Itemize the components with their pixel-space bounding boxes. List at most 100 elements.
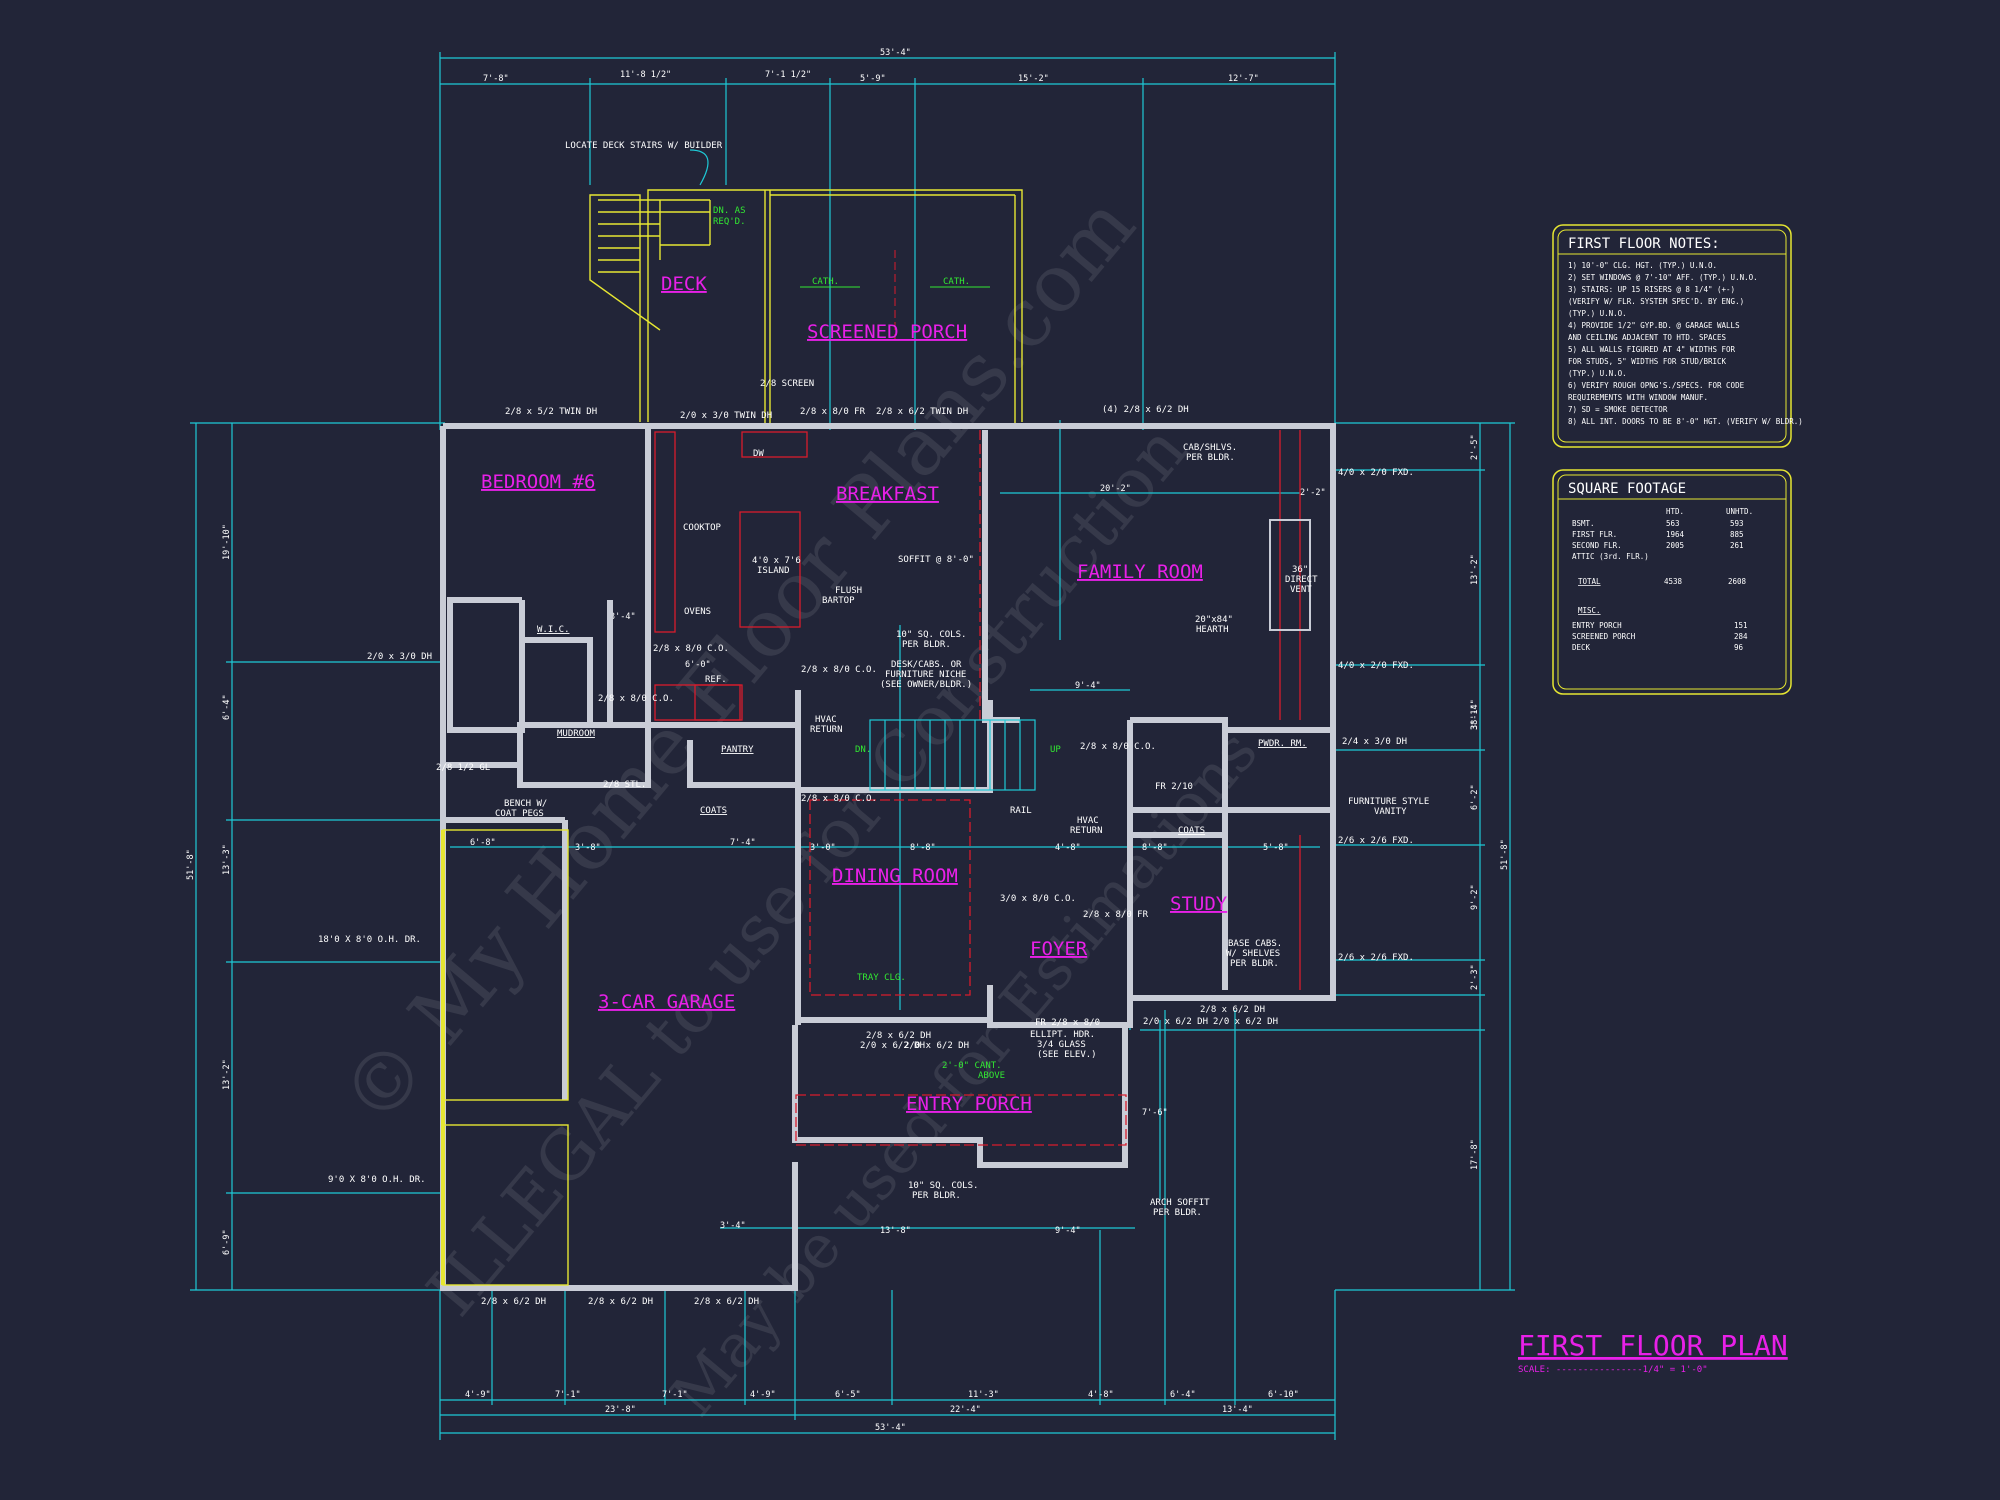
dim-text: 7'-1 1/2": [765, 70, 811, 80]
dims-bottom: 4'-9" 7'-1" 7'-1" 4'-9" 6'-5" 11'-3" 4'-…: [465, 1390, 1299, 1433]
deck-porch: DECK SCREENED PORCH CATH. CATH. DN. AS R…: [565, 141, 1023, 425]
window-labels: 2/8 x 5/2 TWIN DH 2/0 x 3/0 TWIN DH 2/8 …: [367, 405, 1414, 1307]
dim-text: 13'-2": [1470, 554, 1480, 585]
dim-text: 7'-1": [662, 1390, 688, 1400]
door-label: 2/8 x 8/0 C.O.: [653, 644, 729, 654]
dim-text: 6'-10": [1268, 1390, 1299, 1400]
dim-text: 19'-10": [222, 524, 232, 560]
dim-text: 6'-4": [222, 694, 232, 720]
room-garage: 3-CAR GARAGE: [598, 991, 735, 1013]
dim-text: 53'-4": [875, 1423, 906, 1433]
label: DN. AS: [713, 206, 746, 216]
window-label: 2/8 x 5/2 TWIN DH: [505, 407, 597, 417]
label: COAT PEGS: [495, 809, 544, 819]
door-label: 2/8 x 8/0 FR: [1083, 910, 1149, 920]
window-label: 2/8 x 6/2 TWIN DH: [876, 407, 968, 417]
note-item: 1) 10'-0" CLG. HGT. (TYP.) U.N.O.: [1568, 261, 1717, 270]
room-entry-porch: ENTRY PORCH: [906, 1093, 1032, 1115]
sqft-misc-value: 151: [1734, 621, 1748, 630]
window-label: 2/8 x 8/0 FR: [800, 407, 866, 417]
label: 36": [1292, 565, 1308, 575]
window-label: 2/0 x 6/2 DH: [904, 1041, 969, 1051]
label: FURNITURE NICHE: [885, 670, 966, 680]
garage-doors: [441, 829, 569, 1286]
dim-text: 4'-8": [1055, 843, 1081, 853]
dim-text: 8'-8": [1142, 843, 1168, 853]
window-label: 2/0 x 6/2 DH: [1143, 1017, 1208, 1027]
dim-text: 51'-8": [186, 849, 196, 880]
label: 3/4 GLASS: [1037, 1040, 1086, 1050]
room-labels: BEDROOM #6 BREAKFAST FAMILY ROOM MUDROOM…: [481, 471, 1307, 1115]
dim-text: 9'-2": [1470, 884, 1480, 910]
dimension-lines: [190, 52, 1515, 1440]
label: CATH.: [812, 277, 839, 287]
room-study: STUDY: [1170, 893, 1228, 915]
dim-text: 11'-8 1/2": [620, 70, 671, 80]
dim-text: 2'-2": [1300, 488, 1326, 498]
room-coats: COATS: [700, 806, 727, 816]
window-label: 2/8 x 6/2 DH: [1200, 1005, 1265, 1015]
label: DESK/CABS. OR: [891, 660, 962, 670]
dim-text: 6'-4": [1170, 1390, 1196, 1400]
door-label: 2/8 x 8/0 C.O.: [1080, 742, 1156, 752]
sqft-misc-label: SCREENED PORCH: [1572, 632, 1636, 641]
plan-title-text: FIRST FLOOR PLAN: [1518, 1329, 1788, 1362]
sqft-row-label: BSMT.: [1572, 519, 1595, 528]
dim-text: 6'-8": [470, 838, 496, 848]
dim-text: 3'-8": [575, 843, 601, 853]
note-item: (VERIFY W/ FLR. SYSTEM SPEC'D. BY ENG.): [1568, 297, 1744, 306]
room-mudroom: MUDROOM: [557, 729, 596, 739]
label: CAB/SHLVS.: [1183, 443, 1237, 453]
dim-text: 7'-4": [730, 838, 756, 848]
dim-text: 38'-4": [1470, 699, 1480, 730]
label: ELLIPT. HDR.: [1030, 1030, 1095, 1040]
label: REF.: [705, 675, 727, 685]
dim-text: 13'-3": [222, 844, 232, 875]
label: FLUSH: [835, 586, 862, 596]
window-label: 4/0 x 2/0 FXD.: [1338, 661, 1414, 671]
notes-title: FIRST FLOOR NOTES:: [1568, 236, 1720, 252]
label: 4'0 x 7'6: [752, 556, 801, 566]
dim-text: 6'-5": [835, 1390, 861, 1400]
dim-text: 13'-2": [222, 1059, 232, 1090]
label: 2/8 SCREEN: [760, 379, 814, 389]
dim-text: 4'-9": [750, 1390, 776, 1400]
window-label: 2/0 x 3/0 TWIN DH: [680, 411, 772, 421]
label: LOCATE DECK STAIRS W/ BUILDER: [565, 141, 723, 151]
label: (SEE ELEV.): [1037, 1050, 1097, 1060]
dim-text: 2'-5": [1470, 434, 1480, 460]
sqft-misc-value: 96: [1734, 643, 1744, 652]
sqft-row-htd: 2005: [1666, 541, 1684, 550]
stairs: [869, 719, 1036, 791]
room-deck: DECK: [661, 273, 707, 295]
label: 2/8 1/2 GL: [436, 763, 490, 773]
note-item: AND CEILING ADJACENT TO HTD. SPACES: [1568, 333, 1727, 342]
label: RETURN: [810, 725, 843, 735]
sqft-row-htd: 563: [1666, 519, 1680, 528]
label: UP: [1050, 745, 1061, 755]
watermark-3: May be used for Estimations: [658, 717, 1272, 1429]
dim-text: 3'-4": [610, 612, 636, 622]
dim-text: 2'-3": [1470, 964, 1480, 990]
label: 2/8 STL.: [603, 780, 646, 790]
dim-text: 3'-1": [1470, 704, 1480, 730]
dim-text: 9'-4": [1055, 1226, 1081, 1236]
label: 20"x84": [1195, 615, 1233, 625]
dim-text: 17'-8": [1470, 1139, 1480, 1170]
sqft-row-label: SECOND FLR.: [1572, 541, 1622, 550]
label: FR 2/10: [1155, 782, 1193, 792]
label: FURNITURE STYLE: [1348, 797, 1429, 807]
label: PER BLDR.: [902, 640, 951, 650]
label: HVAC: [815, 715, 837, 725]
dim-text: 3'-4": [720, 1221, 746, 1231]
fireplace: [1269, 519, 1311, 631]
dim-text: 11'-3": [968, 1390, 999, 1400]
window-label: (4) 2/8 x 6/2 DH: [1102, 405, 1189, 415]
kitchen-counters: [654, 430, 1301, 1146]
dim-text: 23'-8": [605, 1405, 636, 1415]
room-family: FAMILY ROOM: [1077, 561, 1203, 583]
first-floor-notes: FIRST FLOOR NOTES: 1) 10'-0" CLG. HGT. (…: [1552, 224, 1803, 448]
note-item: 7) SD = SMOKE DETECTOR: [1568, 405, 1668, 414]
dims-top: 53'-4" 7'-8" 11'-8 1/2" 7'-1 1/2" 5'-9" …: [483, 48, 1259, 84]
